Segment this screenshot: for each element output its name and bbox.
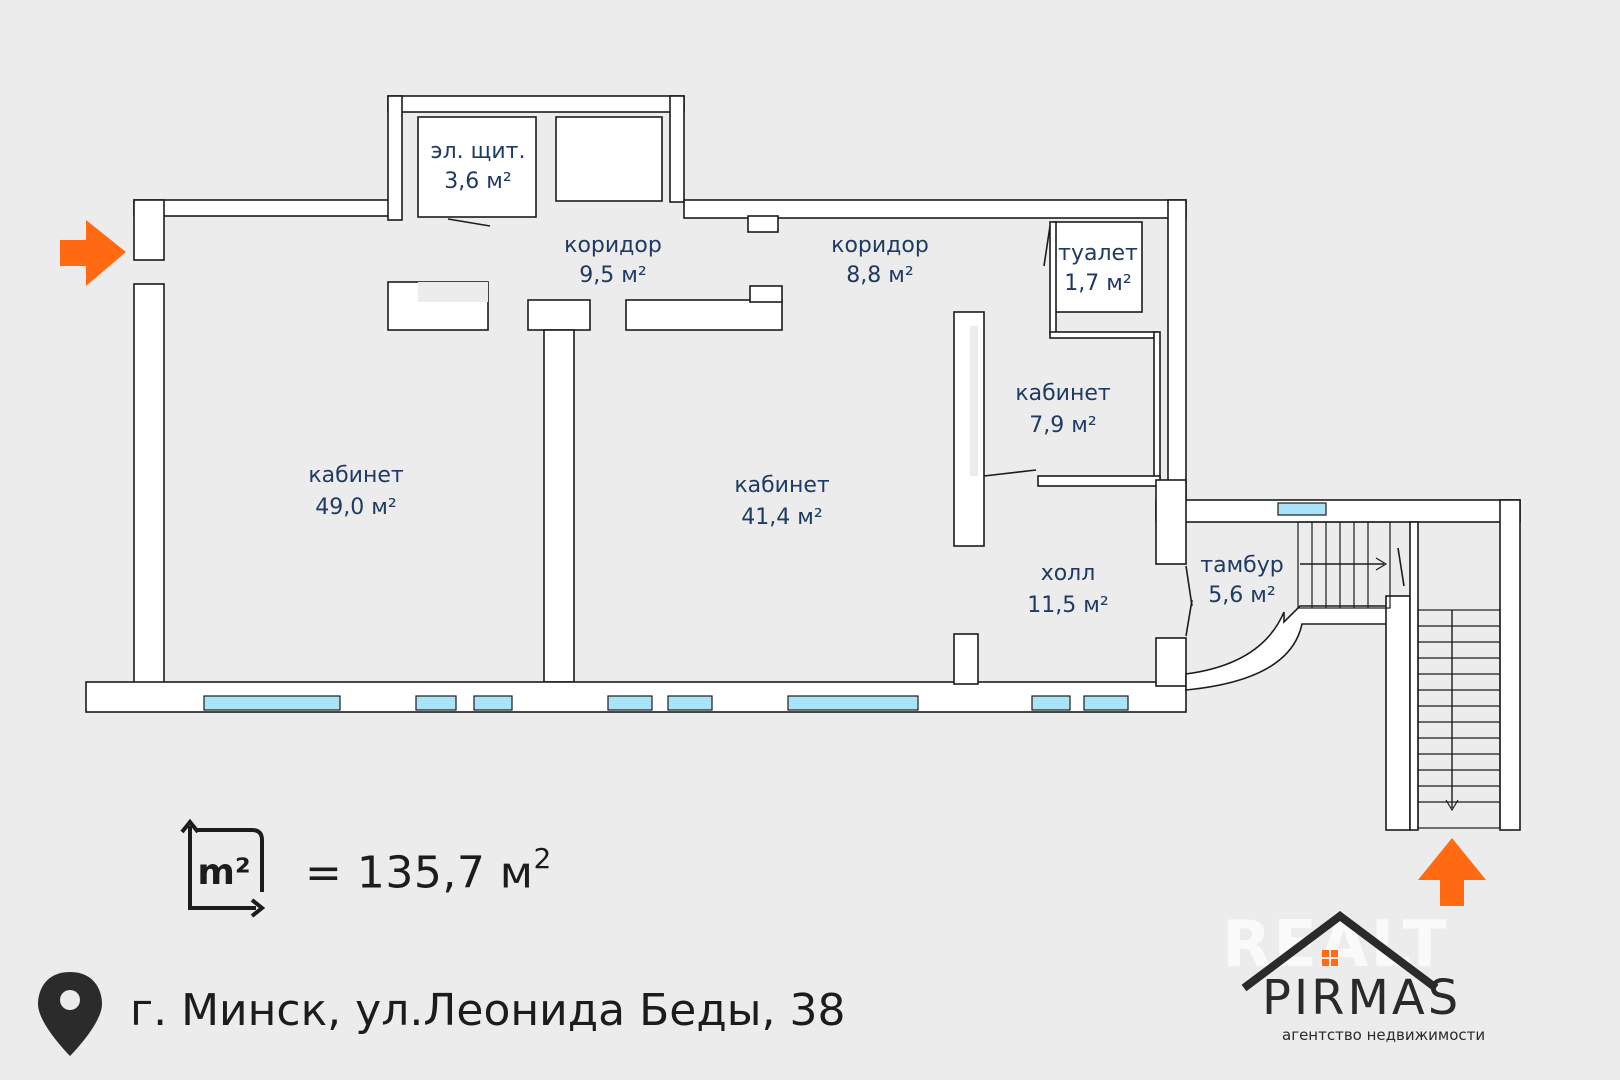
partition-vertical <box>953 311 985 547</box>
stair-inner-wall <box>1409 521 1419 831</box>
total-area-value: = 135,7 м <box>305 847 534 899</box>
wall-panel-left <box>387 95 403 221</box>
window <box>787 695 919 711</box>
wall-right-upper <box>1167 199 1187 503</box>
stair-upper <box>1297 521 1391 609</box>
door <box>1185 599 1193 637</box>
room-area: 7,9 м² <box>1029 413 1096 438</box>
window <box>473 695 513 711</box>
wall-middle <box>543 329 575 683</box>
window <box>607 695 653 711</box>
room-area: 41,4 м² <box>741 505 822 530</box>
corridor-wall-3 <box>625 299 783 331</box>
room-area: 11,5 м² <box>1027 593 1108 618</box>
corridor-wall-4 <box>749 285 783 303</box>
office-small-bottom-wall <box>1037 475 1161 487</box>
room-name: туалет <box>1058 241 1138 266</box>
agency-tagline: агентство недвижимости <box>1282 1026 1485 1044</box>
total-area: = 135,7 м2 <box>305 842 552 899</box>
map-pin-icon <box>38 972 102 1056</box>
window <box>667 695 713 711</box>
stair-lower <box>1417 609 1501 829</box>
address: г. Минск, ул.Леонида Беды, 38 <box>130 985 846 1036</box>
window <box>415 695 457 711</box>
doors <box>447 218 1405 637</box>
agency-logo: REALT PIRMAS агентство недвижимости <box>1222 908 1485 1044</box>
vestibule-top-wall <box>1155 499 1521 523</box>
arrow-right-icon <box>60 220 126 286</box>
room-name: тамбур <box>1200 553 1283 578</box>
area-icon-label: m² <box>197 852 250 893</box>
room-name: кабинет <box>1015 381 1111 406</box>
wall-top-left <box>133 199 391 217</box>
room-name: коридор <box>831 233 929 258</box>
vestibule-left-wall-low <box>1155 637 1187 687</box>
stair-left-wall <box>1385 595 1411 831</box>
wall-left <box>133 283 165 685</box>
toilet-bottom-wall <box>1049 331 1157 339</box>
room-area: 5,6 м² <box>1208 583 1275 608</box>
windows <box>203 502 1327 711</box>
door <box>447 218 491 227</box>
window <box>1083 695 1129 711</box>
toilet-wall <box>1053 221 1143 313</box>
wall-left-top <box>133 199 165 261</box>
arrow-up-icon <box>1418 838 1486 906</box>
room-area: 8,8 м² <box>846 263 913 288</box>
door <box>1043 225 1051 267</box>
wall-column-top <box>747 215 779 233</box>
room-area: 3,6 м² <box>444 169 511 194</box>
stairs <box>1297 521 1501 829</box>
room-name: коридор <box>564 233 662 258</box>
window <box>1277 502 1327 516</box>
vestibule-left-wall <box>1155 479 1187 565</box>
window <box>203 695 341 711</box>
wall-panel-top <box>387 95 685 113</box>
toilet-left-wall <box>1049 221 1057 335</box>
area-m2-icon: m² <box>180 818 266 918</box>
room-area: 49,0 м² <box>315 495 396 520</box>
shaft-wall <box>555 116 663 202</box>
stair-right-wall <box>1499 499 1521 831</box>
room-name: эл. щит. <box>431 139 526 164</box>
agency-name: PIRMAS <box>1262 970 1461 1026</box>
total-area-unit-sup: 2 <box>533 842 552 875</box>
room-name: холл <box>1041 561 1096 586</box>
window <box>1031 695 1071 711</box>
door <box>1185 565 1193 607</box>
el-panel-room-wall <box>417 116 537 218</box>
room-name: кабинет <box>308 463 404 488</box>
door <box>983 469 1037 477</box>
walls <box>85 95 1521 831</box>
vestibule-curve-wall <box>1185 605 1391 691</box>
wall-panel-right <box>669 95 685 203</box>
wall-stub-bottom <box>953 633 979 685</box>
room-area: 9,5 м² <box>579 263 646 288</box>
corridor-wall-2 <box>527 299 591 331</box>
room-area: 1,7 м² <box>1064 271 1131 296</box>
room-name: кабинет <box>734 473 830 498</box>
door <box>1397 547 1405 587</box>
office-small-right-wall <box>1153 331 1161 479</box>
